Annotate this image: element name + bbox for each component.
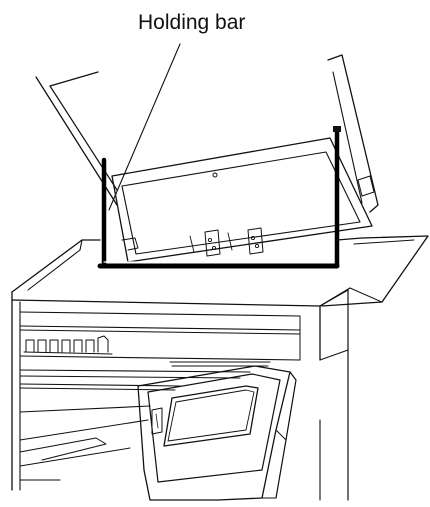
hinge-bracket-left [204, 229, 221, 257]
lid-left-panel [49, 85, 118, 191]
lid-right-inner [332, 71, 363, 204]
body-top-front-edge [11, 287, 351, 307]
lid-top-edge [327, 54, 379, 213]
side-wing [321, 235, 429, 307]
hinge-detail-left [121, 237, 139, 251]
lid-screw [212, 172, 218, 178]
control-panel-key [151, 407, 163, 435]
lid-left-inner-edge [49, 71, 99, 87]
body-top-surface [11, 239, 101, 293]
control-panel-screen [163, 385, 259, 447]
holding-bar-top-cap [333, 126, 341, 132]
hinge-bracket-right [247, 227, 264, 255]
lid-window-outer [111, 137, 373, 263]
lid-window-inner [121, 151, 361, 255]
cartridge-slots [23, 335, 113, 355]
holding-bar-callout-label: Holding bar [138, 11, 246, 34]
callout-leader-line [108, 43, 181, 211]
control-panel-face [147, 373, 281, 483]
control-panel-stand [275, 371, 297, 499]
lid-latch [357, 175, 375, 197]
